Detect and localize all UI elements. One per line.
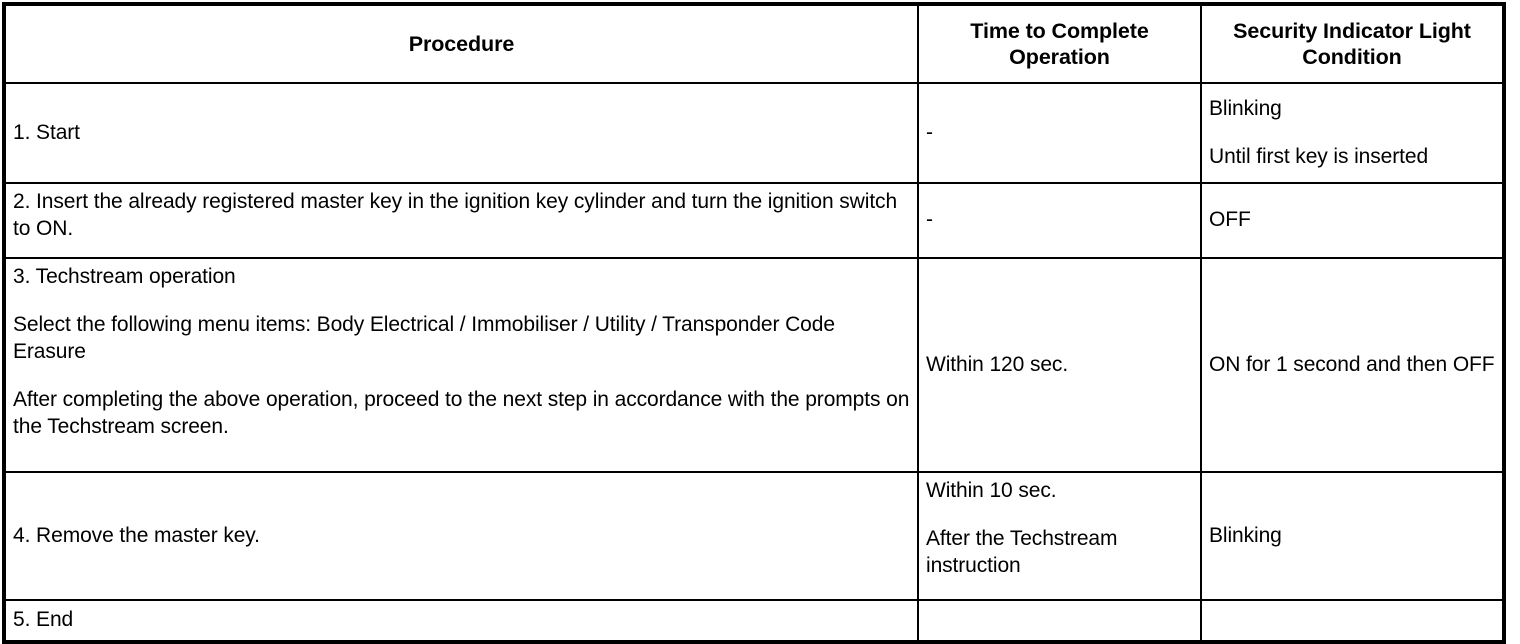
table-row: 4. Remove the master key. Within 10 sec.…: [3, 471, 1505, 601]
light-step-4-line-1: Blinking: [1209, 523, 1282, 547]
light-step-1-line-2: Until first key is inserted: [1209, 144, 1429, 168]
column-header-security-indicator-light-condition: Security Indicator Light Condition: [1200, 3, 1505, 84]
cell-procedure-step-3: 3. Techstream operation Select the follo…: [3, 257, 919, 473]
cell-procedure-step-4: 4. Remove the master key.: [3, 471, 919, 601]
cell-light-step-1: Blinking Until first key is inserted: [1200, 82, 1505, 184]
procedure-step-3-heading: 3. Techstream operation: [13, 265, 236, 288]
cell-light-step-5: [1200, 599, 1505, 643]
cell-procedure-step-2: 2. Insert the already registered master …: [3, 182, 919, 259]
table-row: 1. Start - Blinking Until first key is i…: [3, 82, 1505, 184]
cell-light-step-3: ON for 1 second and then OFF: [1200, 257, 1505, 473]
table-row: 5. End: [3, 599, 1505, 643]
column-header-light-line-1: Security Indicator Light: [1233, 18, 1471, 43]
cell-light-step-2: OFF: [1200, 182, 1505, 259]
time-step-4-line-1: Within 10 sec.: [926, 479, 1057, 502]
light-step-1-line-1: Blinking: [1209, 96, 1282, 120]
table-row: 2. Insert the already registered master …: [3, 182, 1505, 259]
column-header-light-line-2: Condition: [1302, 45, 1402, 69]
procedure-step-5-text: 5. End: [13, 608, 74, 632]
cell-time-step-3: Within 120 sec.: [917, 257, 1202, 473]
cell-time-step-2: -: [917, 182, 1202, 259]
cell-procedure-step-5: 5. End: [3, 599, 919, 643]
column-header-time-to-complete-operation: Time to Complete Operation: [917, 3, 1202, 84]
table-header: Procedure Time to Complete Operation Sec…: [3, 3, 1505, 84]
light-step-2-line-1: OFF: [1209, 208, 1251, 232]
table-row: 3. Techstream operation Select the follo…: [3, 257, 1505, 473]
cell-time-step-4: Within 10 sec. After the Techstream inst…: [917, 471, 1202, 601]
column-header-procedure-line-1: Procedure: [408, 31, 515, 56]
table-header-row: Procedure Time to Complete Operation Sec…: [3, 3, 1505, 84]
column-header-procedure: Procedure: [3, 3, 919, 84]
procedure-step-2-text: 2. Insert the already registered master …: [13, 190, 898, 240]
time-step-4-line-2: After the Techstream instruction: [926, 526, 1118, 577]
cell-light-step-4: Blinking: [1200, 471, 1505, 601]
column-header-time-line-2: Operation: [1009, 45, 1110, 69]
cell-time-step-1: -: [917, 82, 1202, 184]
table-body: 1. Start - Blinking Until first key is i…: [3, 82, 1505, 643]
cell-time-step-5: [917, 599, 1202, 643]
procedure-step-1-text: 1. Start: [13, 120, 80, 144]
procedure-step-3-followup: After completing the above operation, pr…: [13, 387, 910, 438]
cell-procedure-step-1: 1. Start: [3, 82, 919, 184]
light-step-3-line-1: ON for 1 second and then OFF: [1209, 352, 1495, 376]
procedure-step-3-menu-path: Select the following menu items: Body El…: [13, 312, 835, 363]
column-header-time-line-1: Time to Complete: [970, 18, 1149, 43]
procedure-step-4-text: 4. Remove the master key.: [13, 523, 260, 547]
